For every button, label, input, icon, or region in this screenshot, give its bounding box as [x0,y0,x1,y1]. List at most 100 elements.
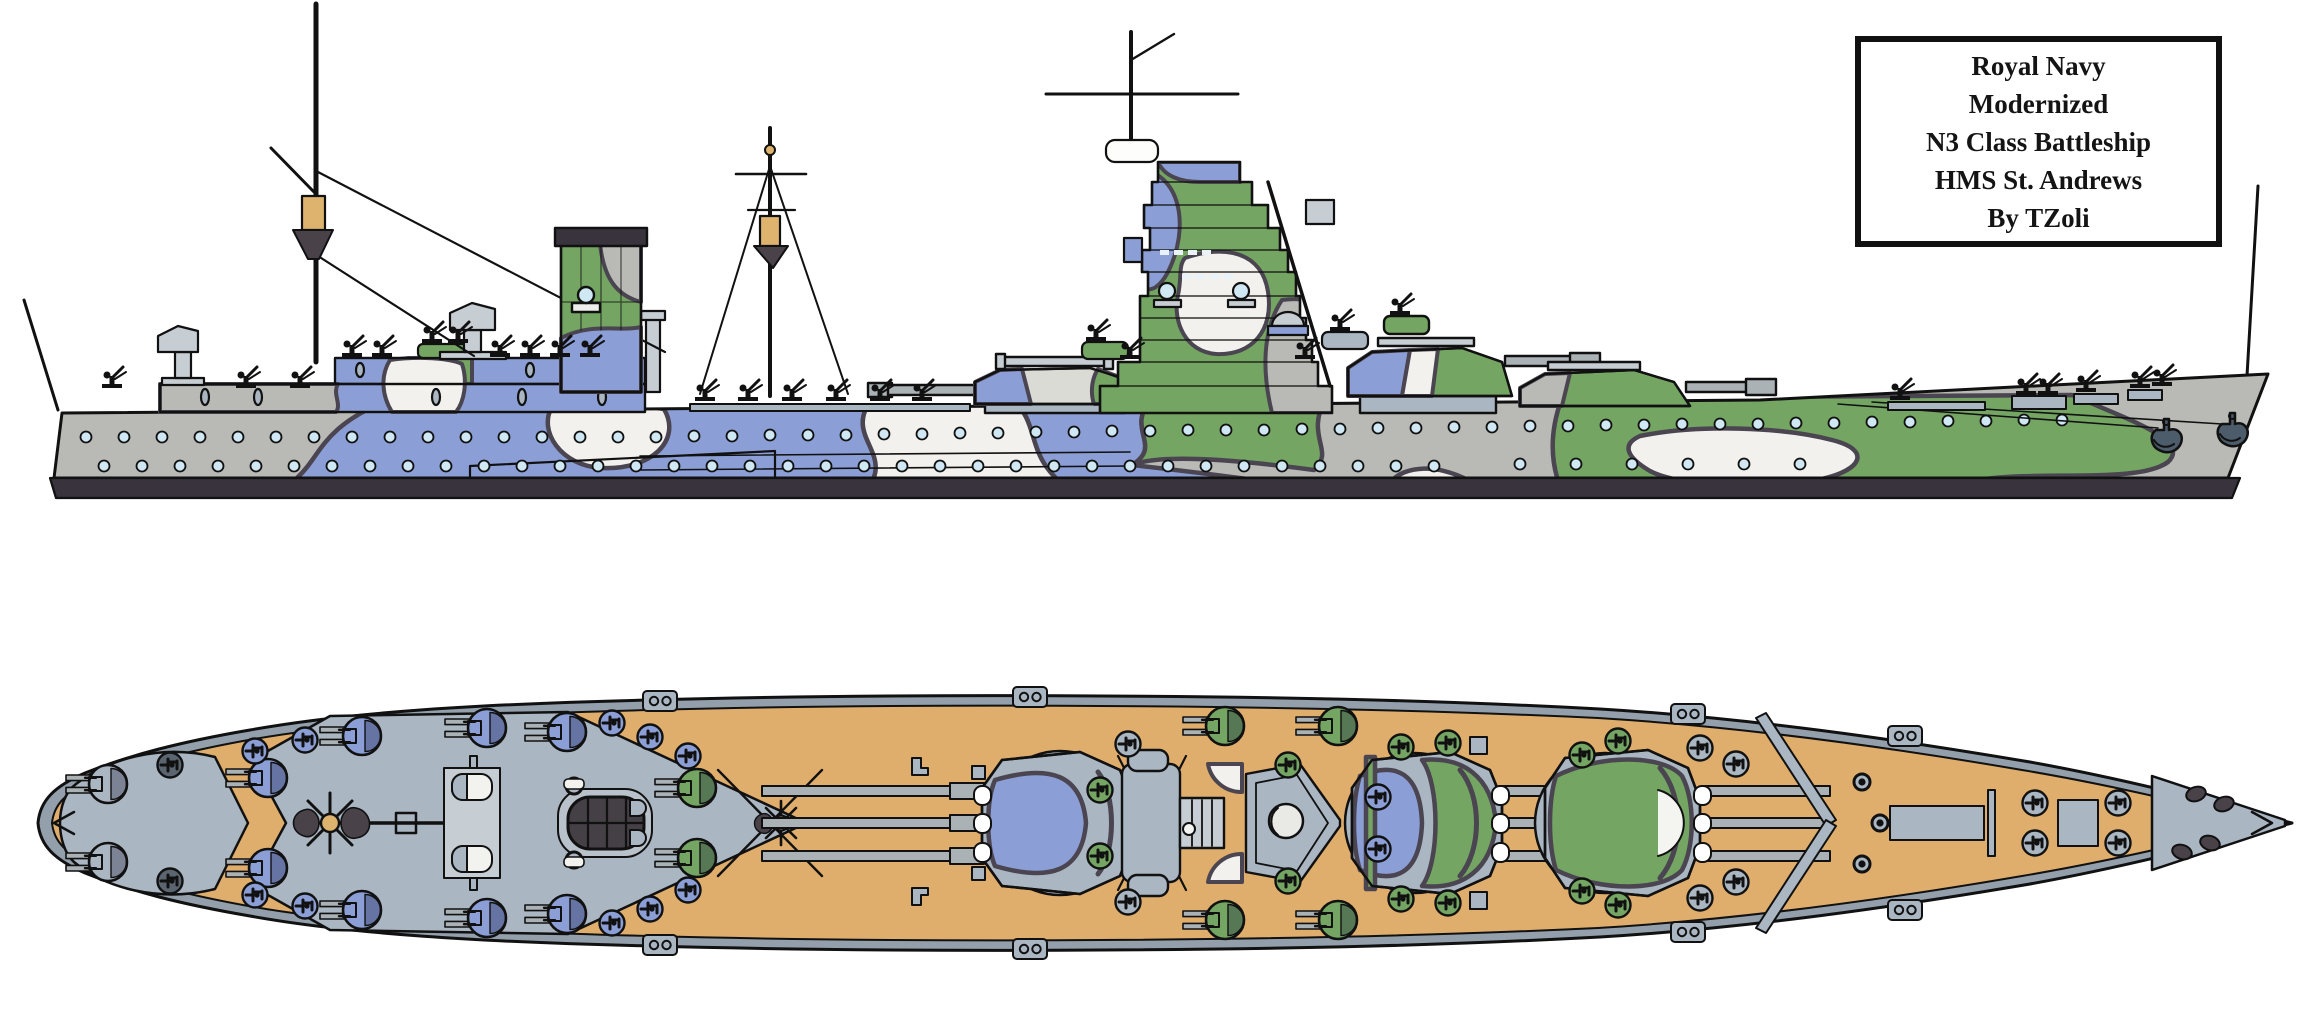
porthole [857,459,871,473]
porthole [1257,423,1271,437]
searchlight-platform [292,229,334,260]
aa-gun-side [1084,318,1112,343]
rangefinder-dome [1270,310,1306,328]
title-line-name: HMS St. Andrews [1934,164,2143,195]
porthole [553,459,567,473]
aa-gun-side [340,334,368,359]
porthole [1199,459,1213,473]
staffs-and-rigging [22,184,2260,412]
porthole [421,430,435,444]
aa-single-mount [156,867,184,895]
aa-single-mount [1364,783,1392,811]
tower-searchlight [1157,281,1177,301]
a-gun-muzzle [1744,377,1778,397]
porthole [231,430,245,444]
title-line-class: N3 Class Battleship [1925,126,2152,157]
porthole [1105,424,1119,438]
aa-single-mount [1387,885,1415,913]
porthole [363,459,377,473]
porthole [743,459,757,473]
porthole [1409,421,1423,435]
funnel-cap [553,226,649,248]
porthole [953,426,967,440]
porthole [1313,459,1327,473]
porthole [1827,416,1841,430]
porthole [383,430,397,444]
stern-ensign-staff [22,298,60,412]
porthole [193,430,207,444]
b-turret-profile [1346,314,1602,415]
porthole [1561,419,1575,433]
porthole [1219,423,1233,437]
porthole [1371,421,1385,435]
a-turret-profile [1518,360,1778,408]
porthole [1029,425,1043,439]
porthole [459,430,473,444]
porthole [249,459,263,473]
aa-gun-side [100,365,128,390]
aa-single-mount [1114,730,1142,758]
second-mast [699,126,849,398]
side-profile-view [22,1,2270,500]
porthole [1523,419,1537,433]
porthole [1237,459,1251,473]
porthole [1085,459,1099,473]
b-rangefinder [1376,336,1476,348]
aa-single-mount [1114,888,1142,916]
porthole [1751,417,1765,431]
torpedo-bulge [468,449,777,482]
porthole [971,459,985,473]
title-line-status: Modernized [1968,88,2109,119]
aa-single-mount [674,742,702,770]
aa-single-mount [636,723,664,751]
aa-single-mount [1274,751,1302,779]
aa-single-mount [674,876,702,904]
porthole [801,428,815,442]
aa-single-mount [598,709,626,737]
topmast-cap [1104,138,1160,164]
aa-gun-side [1328,308,1356,333]
porthole [915,427,929,441]
title-line-credit: By TZoli [1987,202,2090,233]
porthole [1485,420,1499,434]
porthole [1333,422,1347,436]
porthole [1447,420,1461,434]
porthole [687,429,701,443]
aa-single-mount [636,895,664,923]
porthole [763,428,777,442]
porthole [211,459,225,473]
porthole [877,427,891,441]
porthole [1599,418,1613,432]
porthole [173,459,187,473]
title-box: Royal Navy Modernized N3 Class Battleshi… [1855,36,2222,247]
aa-single-mount [291,892,319,920]
porthole [135,459,149,473]
aa-single-mount [598,909,626,937]
bridge-tower [1044,30,1370,415]
porthole [1047,459,1061,473]
porthole [629,459,643,473]
aa-single-mount [2021,829,2049,857]
porthole [307,430,321,444]
b-blast-bags [1491,785,1510,863]
porthole [1275,459,1289,473]
porthole [1865,415,1879,429]
porthole [1903,415,1917,429]
aa-single-mount [1086,842,1114,870]
aa-single-mount [241,737,269,765]
tower-aa-tub-right [1320,330,1370,351]
boat-deck-strip [689,403,971,412]
porthole [705,459,719,473]
porthole [1067,425,1081,439]
a-rangefinder [1546,360,1642,372]
aa-single-mount [1604,727,1632,755]
porthole-rows [79,413,2069,473]
aa-gun-side [1388,292,1416,317]
porthole [1161,459,1175,473]
director-aft [156,324,206,387]
porthole [781,459,795,473]
porthole [1675,417,1689,431]
porthole [649,430,663,444]
